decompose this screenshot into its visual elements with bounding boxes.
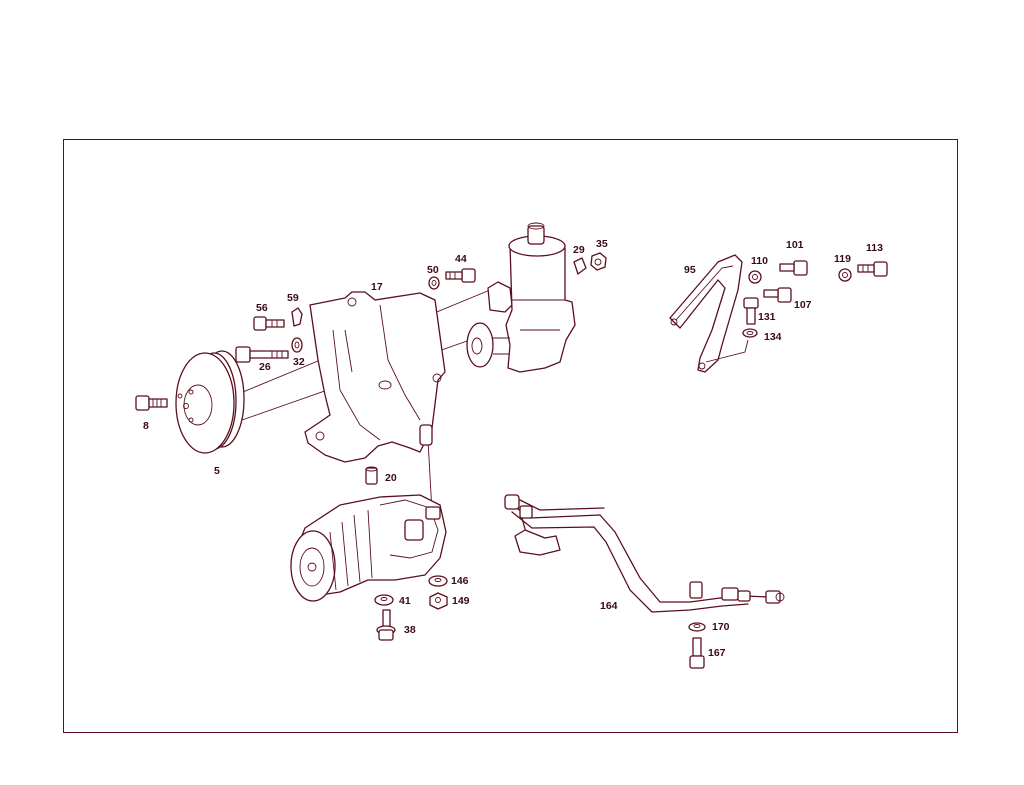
- bolt-167: [689, 637, 705, 669]
- label-8: 8: [143, 420, 149, 432]
- label-149: 149: [452, 595, 470, 607]
- label-164: 164: [600, 600, 618, 612]
- steering-pump: [466, 222, 576, 373]
- bracket: [304, 291, 446, 463]
- nut-149: [429, 592, 448, 610]
- clip-59: [291, 307, 303, 327]
- nut-35: [590, 252, 607, 271]
- label-50: 50: [427, 264, 439, 276]
- label-146: 146: [451, 575, 469, 587]
- label-41: 41: [399, 595, 411, 607]
- part-labels: 5 8 17 20 26 29 32 35 38 41 44 50 56 59 …: [143, 238, 883, 659]
- label-101: 101: [786, 239, 804, 251]
- label-107: 107: [794, 299, 812, 311]
- bolt-38: [376, 609, 396, 641]
- washer-50: [428, 276, 440, 290]
- washer-170: [688, 622, 706, 632]
- label-26: 26: [259, 361, 271, 373]
- bolt-44: [445, 268, 476, 283]
- pulley: [175, 350, 245, 454]
- label-32: 32: [293, 356, 305, 368]
- bolt-26: [235, 346, 289, 363]
- label-20: 20: [385, 472, 397, 484]
- label-29: 29: [573, 244, 585, 256]
- label-17: 17: [371, 281, 383, 293]
- washer-110: [748, 270, 762, 284]
- label-95: 95: [684, 264, 696, 276]
- diagram-frame: [63, 139, 958, 733]
- label-59: 59: [287, 292, 299, 304]
- bolt-56: [253, 316, 285, 331]
- mounting-plate-95: [669, 254, 749, 373]
- label-170: 170: [712, 621, 730, 633]
- bolt-107: [763, 287, 792, 303]
- bolt-101: [779, 260, 808, 276]
- washer-41: [374, 594, 394, 606]
- bolt-8: [135, 395, 168, 411]
- washer-32: [291, 337, 303, 353]
- label-110: 110: [751, 255, 768, 267]
- label-35: 35: [596, 238, 608, 250]
- bolt-113: [857, 261, 888, 277]
- washer-29: [573, 257, 587, 275]
- label-44: 44: [455, 253, 467, 265]
- label-131: 131: [758, 311, 776, 323]
- label-113: 113: [866, 242, 883, 254]
- hose-lines-164: [504, 494, 785, 613]
- label-5: 5: [214, 465, 220, 477]
- bolt-131: [743, 297, 759, 325]
- compressor: [290, 494, 447, 602]
- label-38: 38: [404, 624, 416, 636]
- label-167: 167: [708, 647, 726, 659]
- label-56: 56: [256, 302, 268, 314]
- washer-119: [838, 268, 852, 282]
- washer-134: [742, 328, 758, 338]
- label-119: 119: [834, 253, 851, 265]
- spacer-146: [428, 575, 448, 587]
- sleeve-20: [365, 466, 378, 485]
- label-134: 134: [764, 331, 782, 343]
